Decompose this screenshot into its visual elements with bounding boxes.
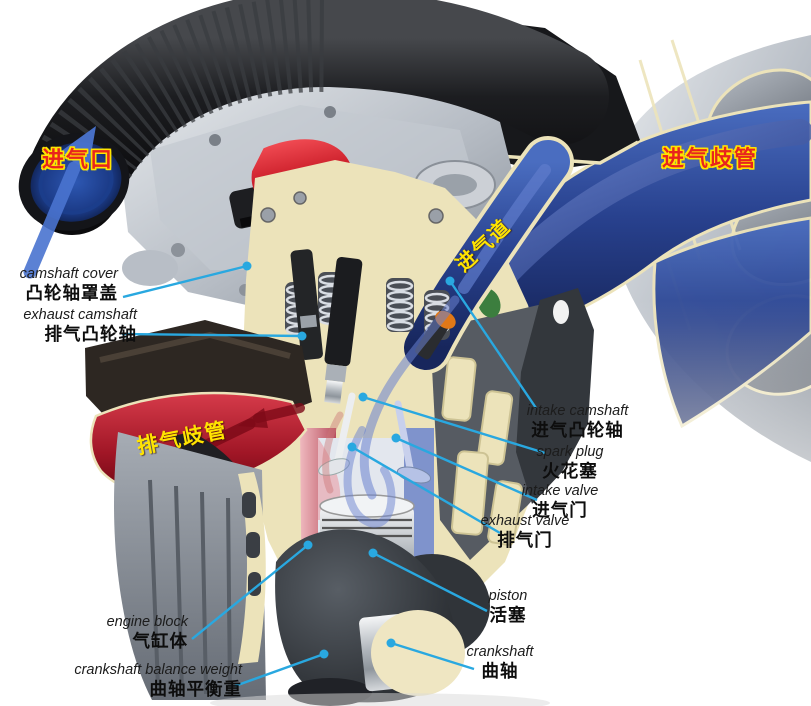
intake-swirl: [359, 295, 460, 500]
bracket-hole: [553, 300, 569, 324]
leader-crankshaft-balance-weight: [234, 649, 329, 688]
leader-piston: [368, 548, 488, 613]
leader-crankshaft: [386, 638, 475, 671]
engine-block: [113, 432, 266, 700]
spark-plug-assembly: [324, 256, 363, 404]
fuel-injector: [290, 249, 323, 360]
leader-camshaft-cover: [122, 261, 252, 299]
leader-intake-camshaft: [445, 276, 537, 409]
leader-exhaust-camshaft: [121, 331, 307, 341]
leader-intake-valve: [391, 433, 538, 502]
leader-exhaust-valve: [347, 442, 501, 535]
leader-lines: [121, 261, 546, 688]
leader-spark-plug: [358, 392, 546, 455]
intake-flow-arrow: [23, 161, 81, 279]
block-cut-edge: [238, 472, 266, 664]
air-intake-hose: [18, 0, 609, 279]
crank-cut-face: [371, 610, 465, 696]
leader-engine-block: [191, 540, 313, 640]
